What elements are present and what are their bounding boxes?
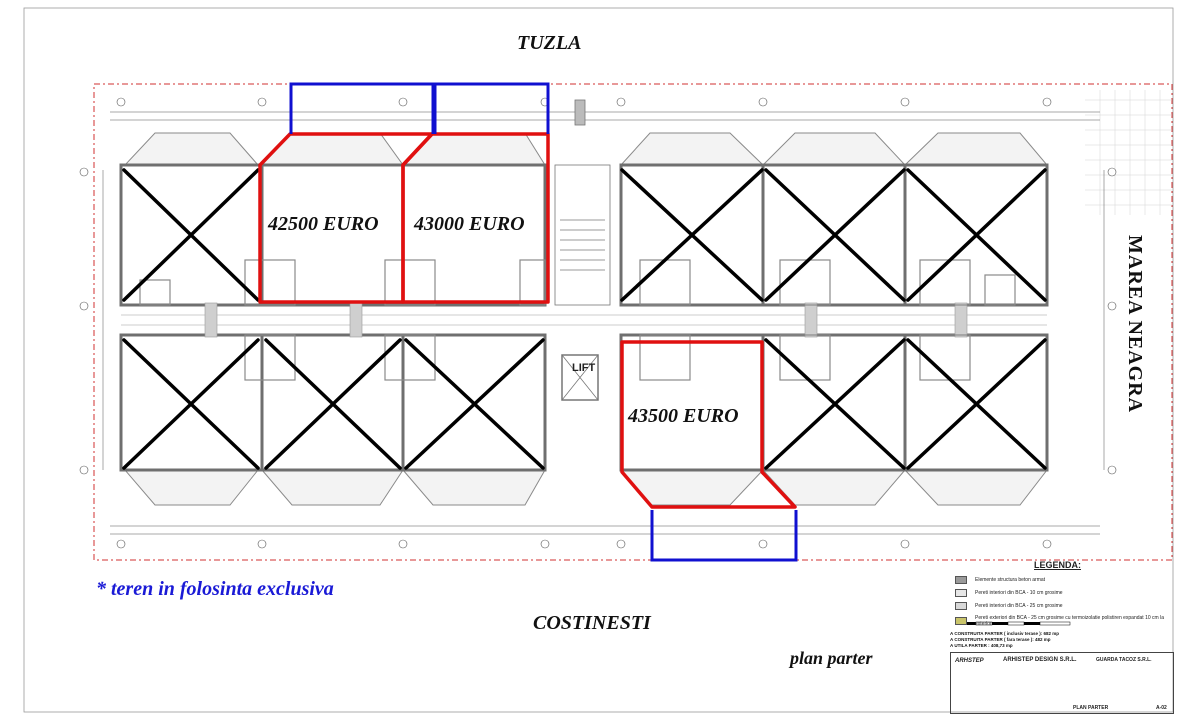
- land-outline-1: [289, 82, 435, 134]
- stair-core: [554, 99, 611, 401]
- available-unit-outlines: [258, 132, 797, 509]
- legend-title: LEGENDA:: [1034, 560, 1081, 570]
- legend-item: Elemente structura beton armat: [955, 576, 1170, 584]
- sheet-frame: [23, 7, 1174, 713]
- unit-price-1: 42500 EURO: [268, 213, 379, 235]
- legend-item-label: Elemente structura beton armat: [975, 577, 1046, 583]
- title-block-company: ARHISTEP DESIGN S.R.L.: [1003, 657, 1077, 663]
- area-line: A CONSTRUITA PARTER ( fara terase ): 482…: [950, 637, 1051, 642]
- title-block-beneficiary: GUARDA TACOZ S.R.L.: [1096, 657, 1152, 663]
- unit-price-2: 43000 EURO: [414, 213, 525, 235]
- terraces: [123, 132, 1049, 506]
- legend-item: Pereti interiori din BCA - 25 cm grosime: [955, 602, 1170, 610]
- legend-item-label: Pereti interiori din BCA - 25 cm grosime: [975, 603, 1063, 609]
- legend-item-label: Pereti interiori din BCA - 10 cm grosime: [975, 590, 1063, 596]
- legend-swatch: [955, 576, 967, 584]
- land-outline-3: [650, 510, 798, 562]
- land-outline-2: [433, 82, 550, 134]
- dimension-lines: [102, 111, 1105, 535]
- title-block-sheet-title: PLAN PARTER: [1073, 705, 1109, 711]
- title-block: ARHSTEP ARHISTEP DESIGN S.R.L. GUARDA TA…: [950, 652, 1174, 714]
- unit-outline-3: [620, 340, 797, 509]
- legend-swatch: [955, 602, 967, 610]
- scale-bar: [960, 621, 1071, 626]
- title-block-logo: ARHSTEP: [955, 658, 984, 664]
- legend-item: Pereti interiori din BCA - 10 cm grosime: [955, 589, 1170, 597]
- corridor: [121, 302, 1047, 338]
- lift-label: LIFT: [572, 362, 596, 374]
- plan-caption: plan parter: [790, 648, 873, 668]
- legend-item: Pereti exteriori din BCA - 25 cm grosime…: [955, 615, 1170, 627]
- legend-swatch: [955, 617, 967, 625]
- site-boundary: [93, 83, 1173, 561]
- unit-price-3: 43500 EURO: [628, 405, 739, 427]
- legend: LEGENDA: Elemente structura beton armat …: [945, 560, 1170, 632]
- east-sea-label: MAREA NEAGRA: [1124, 235, 1146, 414]
- area-line: A UTILA PARTER : 408,73 mp: [950, 643, 1013, 648]
- south-neighbor-label: COSTINESTI: [533, 612, 651, 634]
- legend-swatch: [955, 589, 967, 597]
- interior-partitions: [139, 259, 1016, 381]
- area-line: A CONSTRUITA PARTER ( inclusiv terase ):…: [950, 631, 1060, 636]
- exclusive-land-note: * teren in folosinta exclusiva: [96, 578, 334, 600]
- axis-markers: [79, 97, 1117, 549]
- legend-item-label: Pereti exteriori din BCA - 25 cm grosime…: [975, 615, 1164, 627]
- north-neighbor-label: TUZLA: [517, 32, 582, 54]
- unit-outline-2: [401, 132, 550, 304]
- title-block-sheet-number: A-02: [1156, 705, 1167, 711]
- area-summary: A CONSTRUITA PARTER ( inclusiv terase ):…: [950, 631, 1110, 649]
- exclusive-land-outlines: [289, 82, 798, 562]
- grid-hatch-east: [1085, 90, 1172, 215]
- sold-unit-crosses: [122, 168, 1047, 470]
